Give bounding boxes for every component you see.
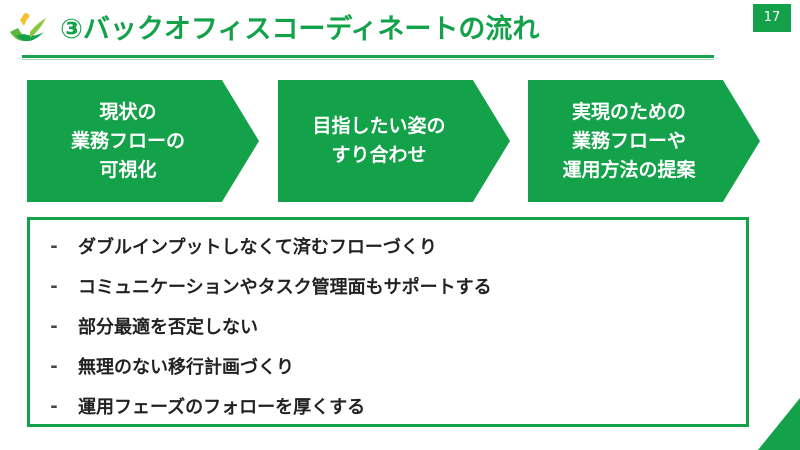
list-item: - 部分最適を否定しない bbox=[30, 306, 746, 346]
bullet-text: 部分最適を否定しない bbox=[78, 317, 258, 338]
list-item: - コミュニケーションやタスク管理面もサポートする bbox=[30, 266, 746, 306]
bullet-marker: - bbox=[50, 315, 58, 337]
bullet-marker: - bbox=[50, 275, 58, 297]
list-item: - 無理のない移行計画づくり bbox=[30, 346, 746, 386]
bullet-text: ダブルインプットしなくて済むフローづくり bbox=[78, 237, 437, 258]
flow-step-label: 実現のための 業務フローや 運用方法の提案 bbox=[562, 100, 696, 181]
page-title: ③バックオフィスコーディネートの流れ bbox=[60, 14, 540, 45]
bullet-marker: - bbox=[50, 355, 58, 377]
bullet-text: コミュニケーションやタスク管理面もサポートする bbox=[78, 277, 492, 298]
flow-step-label: 目指したい姿の すり合わせ bbox=[312, 115, 446, 166]
flow-step-1: 現状の 業務フローの 可視化 bbox=[27, 80, 259, 202]
flow-step-2: 目指したい姿の すり合わせ bbox=[278, 80, 510, 202]
bullet-list: - ダブルインプットしなくて済むフローづくり - コミュニケーションやタスク管理… bbox=[30, 226, 746, 426]
logo-icon bbox=[6, 10, 50, 50]
bullet-text: 運用フェーズのフォローを厚くする bbox=[78, 397, 366, 418]
title-underline bbox=[22, 55, 714, 58]
list-item: - 運用フェーズのフォローを厚くする bbox=[30, 386, 746, 426]
page-number-badge: 17 bbox=[753, 4, 791, 32]
bullet-box: - ダブルインプットしなくて済むフローづくり - コミュニケーションやタスク管理… bbox=[27, 217, 749, 427]
flow-step-3: 実現のための 業務フローや 運用方法の提案 bbox=[528, 80, 760, 202]
corner-triangle-icon bbox=[758, 398, 800, 450]
bullet-text: 無理のない移行計画づくり bbox=[78, 357, 294, 378]
bullet-marker: - bbox=[50, 235, 58, 257]
flow-step-label: 現状の 業務フローの 可視化 bbox=[70, 100, 185, 181]
title-underline-light bbox=[22, 59, 714, 60]
bullet-marker: - bbox=[50, 395, 58, 417]
list-item: - ダブルインプットしなくて済むフローづくり bbox=[30, 226, 746, 266]
